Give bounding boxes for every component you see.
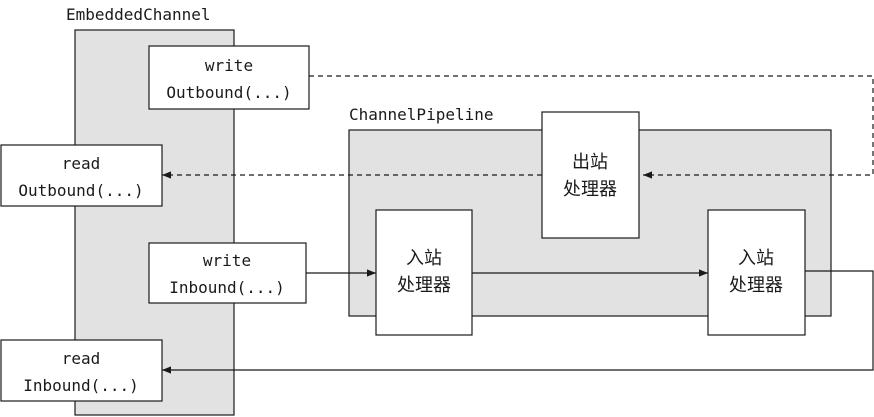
outbound-handler-line1: 出站 bbox=[572, 152, 608, 173]
inbound-return-arrow bbox=[162, 270, 874, 374]
write-outbound-method: write Outbound(...) bbox=[148, 45, 310, 110]
write-outbound-line1: write bbox=[205, 56, 253, 75]
inbound-handler-2-line2: 处理器 bbox=[729, 275, 783, 296]
inbound-handler-1-line2: 处理器 bbox=[397, 275, 451, 296]
read-outbound-line2: Outbound(...) bbox=[18, 181, 143, 200]
read-inbound-method: read Inbound(...) bbox=[0, 339, 163, 402]
embedded-channel-label: EmbeddedChannel bbox=[66, 5, 211, 24]
write-inbound-line2: Inbound(...) bbox=[169, 278, 285, 297]
channel-pipeline-label: ChannelPipeline bbox=[349, 105, 494, 124]
write-outbound-line2: Outbound(...) bbox=[166, 83, 291, 102]
inbound-handler-2-line1: 入站 bbox=[738, 248, 774, 269]
inbound-handler-2: 入站 处理器 bbox=[707, 209, 806, 336]
outbound-handler: 出站 处理器 bbox=[541, 111, 640, 239]
outbound-handler-line2: 处理器 bbox=[563, 179, 617, 200]
write-inbound-line1: write bbox=[203, 251, 251, 270]
inbound-handler-1-line1: 入站 bbox=[406, 248, 442, 269]
read-outbound-method: read Outbound(...) bbox=[0, 144, 163, 207]
write-outbound-dashed-connector bbox=[309, 75, 874, 179]
read-outbound-line1: read bbox=[62, 154, 101, 173]
inbound-handler-1: 入站 处理器 bbox=[375, 209, 473, 336]
read-inbound-line1: read bbox=[62, 349, 101, 368]
write-inbound-method: write Inbound(...) bbox=[148, 242, 307, 304]
read-inbound-line2: Inbound(...) bbox=[23, 376, 139, 395]
